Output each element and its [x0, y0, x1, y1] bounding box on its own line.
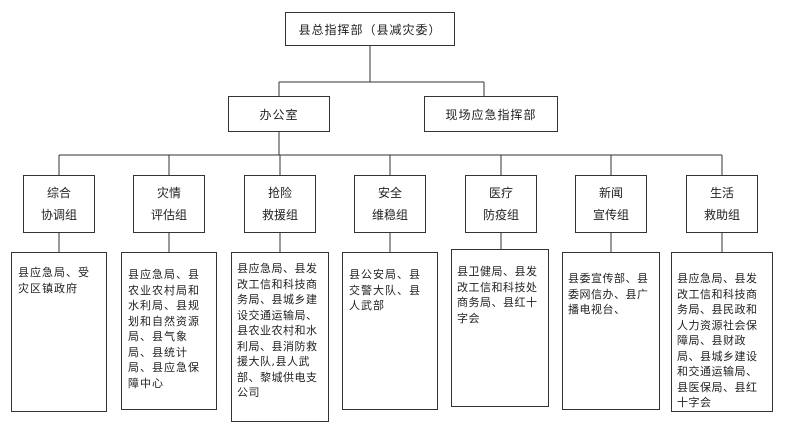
group-label-line1: 抢险 [267, 186, 292, 200]
dept-list-security: 县公安局、县交警大队、县人武部 [342, 252, 438, 410]
group-box-rescue: 抢险 救援组 [244, 175, 316, 233]
group-label-line1: 医疗 [488, 186, 513, 200]
group-label-line2: 评估组 [150, 208, 187, 222]
group-label-line1: 新闻 [598, 186, 623, 200]
dept-list-coordination: 县应急局、受灾区镇政府 [11, 252, 107, 412]
group-box-coordination: 综合 协调组 [23, 175, 95, 233]
field-command-label: 现场应急指挥部 [445, 107, 537, 122]
group-label-line1: 灾情 [156, 186, 181, 200]
dept-list-relief: 县应急局、县发改工信和科技商务局、县民政和人力资源社会保障局、县财政局、县城乡建… [671, 252, 773, 412]
top-command-label: 县总指挥部（县减灾委） [298, 22, 442, 37]
group-label-line2: 救援组 [261, 208, 298, 222]
group-label-line2: 防疫组 [482, 208, 519, 222]
group-box-relief: 生活 救助组 [686, 175, 758, 233]
dept-list-assessment: 县应急局、县农业农村局和水利局、县规划和自然资源局、县气象局、县统计局、县应急保… [121, 252, 217, 410]
office-box: 办公室 [228, 96, 330, 132]
group-label-line2: 宣传组 [592, 208, 629, 222]
group-label-line1: 生活 [709, 186, 734, 200]
group-label-line2: 救助组 [703, 208, 740, 222]
office-label: 办公室 [259, 107, 299, 122]
field-command-box: 现场应急指挥部 [424, 96, 558, 132]
group-box-security: 安全 维稳组 [354, 175, 426, 233]
group-label-line2: 维稳组 [371, 208, 408, 222]
group-label-line1: 安全 [377, 186, 402, 200]
dept-list-rescue: 县应急局、县发改工信和科技商务局、县城乡建设交通运输局、县农业农村和水利局、县消… [231, 252, 329, 422]
top-command-box: 县总指挥部（县减灾委） [285, 12, 455, 46]
dept-list-publicity: 县委宣传部、县委网信办、县广播电视台、 [562, 252, 660, 410]
group-label-line1: 综合 [46, 186, 71, 200]
dept-list-medical: 县卫健局、县发改工信和科技处商务局、县红十字会 [451, 249, 549, 407]
group-box-medical: 医疗 防疫组 [465, 175, 537, 233]
group-label-line2: 协调组 [40, 208, 77, 222]
group-box-assessment: 灾情 评估组 [133, 175, 205, 233]
group-box-publicity: 新闻 宣传组 [575, 175, 647, 233]
